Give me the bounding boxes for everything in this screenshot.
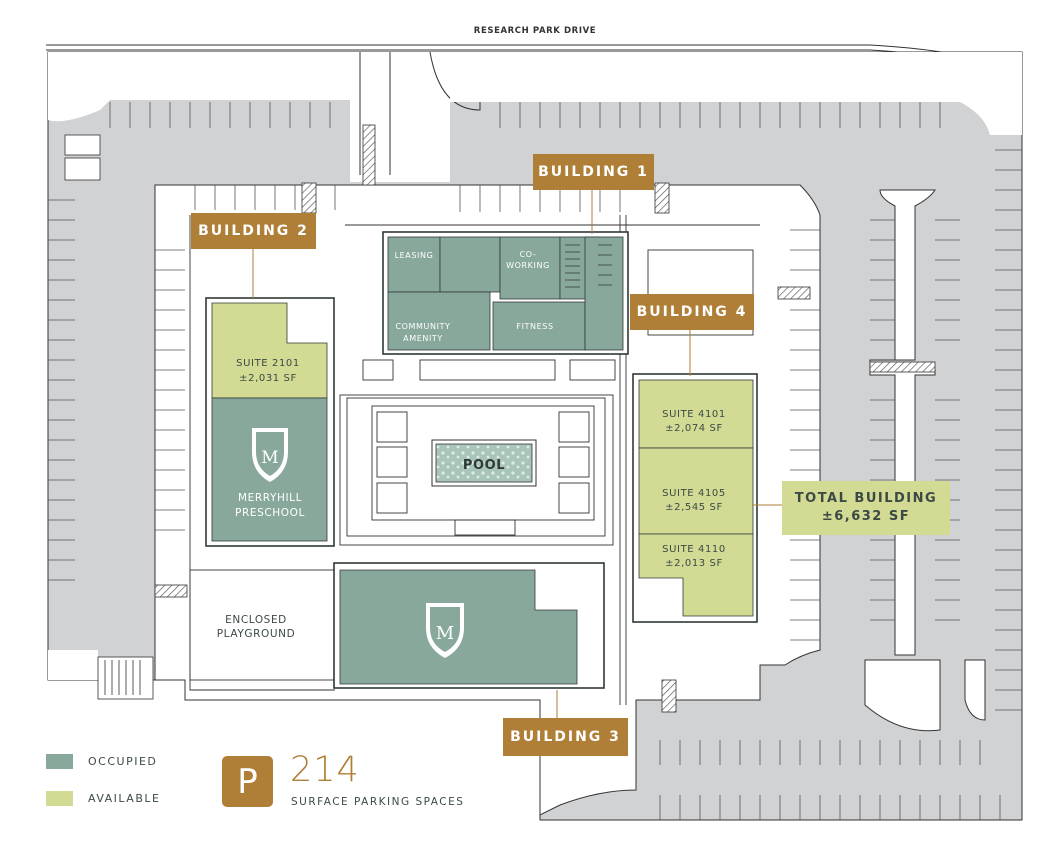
legend-occupied-label: OCCUPIED <box>88 755 158 768</box>
svg-text:M: M <box>436 623 454 644</box>
suite-4105-sf: ±2,545 SF <box>665 502 723 513</box>
leasing-label: LEASING <box>395 251 434 260</box>
legend-available-swatch <box>46 791 73 806</box>
building-1-footprint: LEASING CO- WORKING COMMUNITY AMENITY FI… <box>382 231 629 355</box>
building-3-footprint: M <box>333 562 605 689</box>
crosswalks <box>154 124 936 713</box>
parking-count: 214 <box>290 750 360 790</box>
playground-label-line1: ENCLOSED <box>225 614 287 626</box>
merryhill-logo-icon: M <box>252 428 288 482</box>
suite-2101-name: SUITE 2101 <box>236 358 300 369</box>
building-4-footprint: SUITE 4101 ±2,074 SF SUITE 4105 ±2,545 S… <box>632 373 758 623</box>
building-2-tag: BUILDING 2 <box>191 213 316 249</box>
legend-available-label: AVAILABLE <box>88 792 161 805</box>
svg-text:M: M <box>261 448 278 468</box>
fitness-room <box>492 301 586 351</box>
building-1-tag: BUILDING 1 <box>533 154 654 190</box>
tag-leader-lines <box>252 190 782 718</box>
courtyard-outlines <box>189 215 760 705</box>
suite-2101-sf: ±2,031 SF <box>239 373 297 384</box>
coworking-label-line1: CO- <box>520 250 537 259</box>
pool-label: POOL <box>463 458 505 473</box>
building-2-footprint: SUITE 2101 ±2,031 SF M MERRYHILL PRESCHO… <box>205 297 335 547</box>
total-building-sf: ±6,632 SF <box>821 509 911 524</box>
pool-cabanas <box>376 411 590 514</box>
fitness-label: FITNESS <box>516 322 553 331</box>
community-amenity-room <box>387 291 491 351</box>
site-structures <box>64 134 154 700</box>
legend-occupied-swatch <box>46 754 73 769</box>
total-building-label: TOTAL BUILDING <box>794 491 938 506</box>
total-building-callout: TOTAL BUILDING ±6,632 SF <box>782 481 950 535</box>
building-3-tag: BUILDING 3 <box>503 718 628 756</box>
coworking-room <box>499 236 561 300</box>
parking-badge-icon: P <box>222 756 273 807</box>
suite-4101-name: SUITE 4101 <box>662 409 726 420</box>
suite-4101-area <box>638 379 754 449</box>
suite-4110-sf: ±2,013 SF <box>665 558 723 569</box>
tenant-name-line1: MERRYHILL <box>238 492 302 504</box>
enclosed-playground: ENCLOSED PLAYGROUND <box>217 614 296 640</box>
pool: POOL <box>431 439 537 487</box>
community-label-line1: COMMUNITY <box>395 322 450 331</box>
playground-label-line2: PLAYGROUND <box>217 628 296 640</box>
community-label-line2: AMENITY <box>403 334 443 343</box>
suite-4101-sf: ±2,074 SF <box>665 423 723 434</box>
parking-label: SURFACE PARKING SPACES <box>291 796 465 808</box>
merryhill-logo-icon-b3: M <box>426 603 464 658</box>
coworking-label-line2: WORKING <box>506 261 550 270</box>
street-label: RESEARCH PARK DRIVE <box>474 26 596 36</box>
suite-4110-name: SUITE 4110 <box>662 544 726 555</box>
suite-4105-name: SUITE 4105 <box>662 488 726 499</box>
leasing-room <box>387 236 441 293</box>
suite-4110-area <box>638 533 754 617</box>
tenant-name-line2: PRESCHOOL <box>235 507 305 519</box>
building-4-tag: BUILDING 4 <box>630 294 754 330</box>
suite-4105-area <box>638 447 754 535</box>
